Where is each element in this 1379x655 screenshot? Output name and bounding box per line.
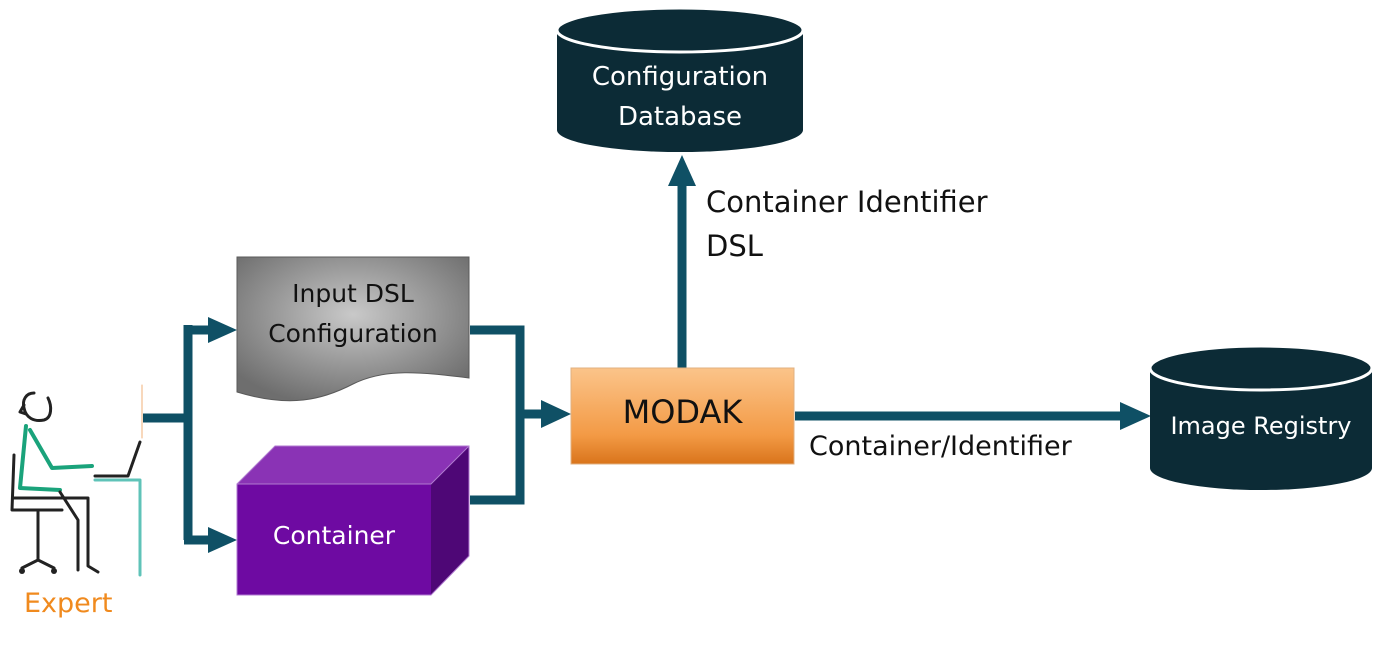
modak-to-registry-edge-label: Container/Identifier — [809, 431, 1072, 462]
dsl-to-merge-line — [470, 325, 525, 505]
input-dsl-document-node — [236, 256, 470, 402]
input-dsl-label: Input DSL Configuration — [237, 274, 469, 354]
edge-label-container-identifier: Container Identifier — [706, 185, 988, 219]
arrowhead-to-dsl-icon — [208, 317, 237, 343]
expert-label: Expert — [24, 588, 113, 619]
container-cube-node — [236, 445, 470, 596]
edge-label-dsl: DSL — [706, 229, 763, 263]
image-registry-label: Image Registry — [1170, 412, 1352, 440]
modak-label: MODAK — [622, 393, 743, 431]
configuration-database-line2: Database — [617, 102, 743, 132]
input-dsl-line2: Configuration — [268, 319, 438, 348]
configuration-database-line1: Configuration — [591, 62, 769, 92]
modak-node — [570, 367, 795, 465]
modak-to-db-edge-label: Container Identifier DSL — [706, 180, 988, 268]
configuration-database-node — [555, 6, 805, 152]
container-label: Container — [272, 521, 396, 550]
expert-figure-icon — [10, 384, 143, 577]
connectors — [143, 183, 1125, 545]
image-registry-node — [1148, 344, 1374, 490]
arrowhead-to-registry-icon — [1120, 402, 1151, 430]
arrowhead-to-modak-icon — [541, 400, 571, 428]
configuration-database-label: Configuration Database — [557, 57, 803, 137]
input-dsl-line1: Input DSL — [292, 279, 414, 308]
arrowheads — [208, 155, 1151, 553]
arrowhead-to-container-icon — [208, 527, 237, 553]
arrowhead-to-db-icon — [668, 155, 696, 186]
